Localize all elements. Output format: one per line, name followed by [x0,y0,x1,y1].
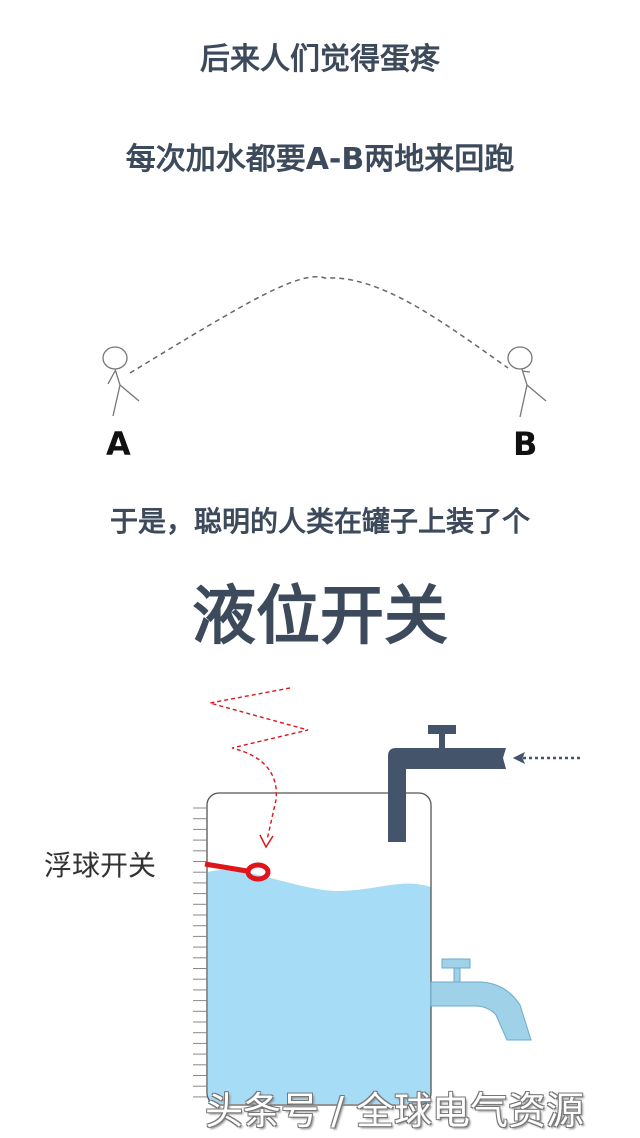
float-switch [204,861,271,882]
water [208,869,431,1104]
float-switch-label: 浮球开关 [44,849,157,882]
water-tank [193,792,432,1106]
watermark: 头条号 / 全球电气资源 [205,1089,584,1133]
level-scale-ticks [193,807,207,1098]
main-title: 液位开关 [192,580,448,654]
float-pointer-arrow [209,687,309,841]
outlet-tap [430,958,532,1041]
label-point-a: A [106,425,131,463]
heading-line-1: 后来人们觉得蛋疼 [200,42,440,77]
heading-line-3: 于是，聪明的人类在罐子上装了个 [109,505,530,538]
heading-line-2: 每次加水都要A-B两地来回跑 [125,142,515,177]
inlet-valve-handle [428,725,456,734]
stick-figure-a [102,346,140,417]
arrowhead-icon [259,834,274,849]
tank-outline [206,792,432,1106]
stick-figure-b [507,346,547,418]
inlet-pipe [388,725,506,842]
run-path-dashed [129,276,509,374]
flow-arrow [512,751,580,765]
label-point-b: B [513,425,538,463]
outlet-valve-handle [441,958,471,969]
